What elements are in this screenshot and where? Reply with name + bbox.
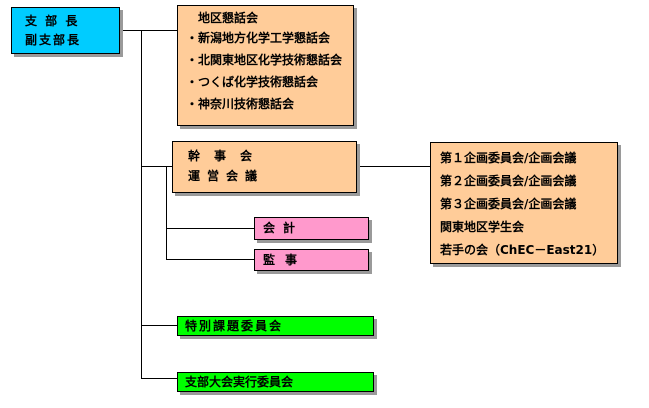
audit-box: 監事	[254, 249, 369, 271]
secretariat-line-1: 幹事会	[188, 149, 267, 163]
secretariat-box: 幹事会 運営会議	[172, 141, 357, 193]
head-box: 支 部 長 副支部長	[11, 7, 120, 54]
committee-item: 第２企画委員会/企画会議	[440, 174, 577, 188]
head-line-2: 副支部長	[25, 33, 82, 47]
region-council-item: ・新潟地方化学工学懇話会	[186, 31, 331, 45]
committee-item: 第１企画委員会/企画会議	[440, 151, 577, 165]
region-council-title: 地区懇話会	[198, 11, 259, 25]
committee-item: 関東地区学生会	[440, 220, 525, 234]
committee-item: 第３企画委員会/企画会議	[440, 197, 577, 211]
special-committee-box: 特別課題委員会	[177, 316, 374, 336]
region-council-box: 地区懇話会 ・新潟地方化学工学懇話会 ・北関東地区化学技術懇話会 ・つくば化学技…	[177, 5, 354, 126]
committee-item: 若手の会（ChEC－East21）	[440, 243, 605, 257]
region-council-item: ・北関東地区化学技術懇話会	[186, 53, 343, 67]
region-council-item: ・つくば化学技術懇話会	[186, 75, 319, 89]
region-council-item: ・神奈川技術懇話会	[186, 97, 295, 111]
head-line-1: 支 部 長	[25, 14, 80, 28]
accounting-box: 会計	[254, 217, 369, 240]
committees-box: 第１企画委員会/企画会議 第２企画委員会/企画会議 第３企画委員会/企画会議 関…	[430, 142, 618, 264]
convention-committee-box: 支部大会実行委員会	[177, 372, 374, 392]
secretariat-line-2: 運営会議	[188, 169, 265, 183]
